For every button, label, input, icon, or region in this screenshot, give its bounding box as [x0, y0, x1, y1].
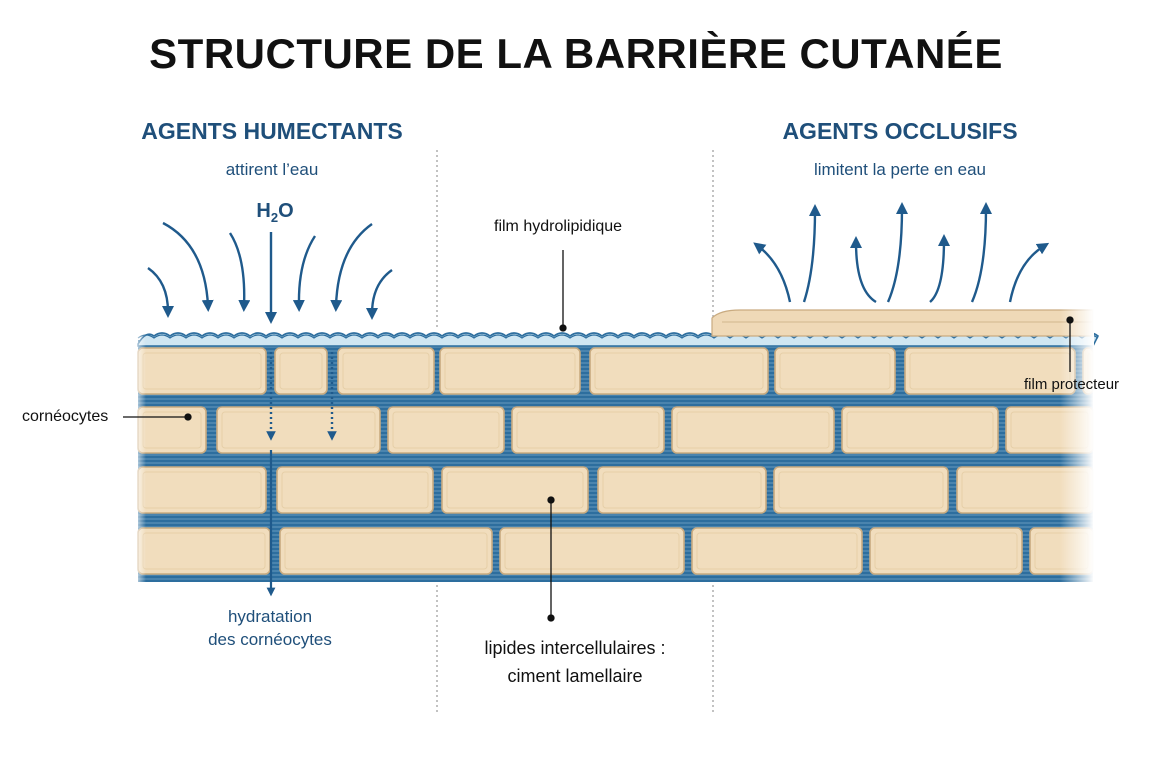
protective-film: [711, 309, 1094, 337]
occlusifs-title: AGENTS OCCLUSIFS: [782, 118, 1018, 144]
label-film-hydrolipidique: film hydrolipidique: [494, 218, 623, 235]
water-arrow-6: [330, 223, 373, 312]
h2o-h: H: [256, 200, 271, 222]
leader-dot-lipides-bottom: [547, 614, 555, 622]
leader-lines: [123, 250, 1074, 622]
corneocyte-brick: [589, 347, 769, 395]
corneocyte-brick: [774, 347, 896, 395]
corneocyte-brick-texture: [602, 471, 762, 509]
hydrolipidic-film-line: [137, 334, 1099, 339]
water-arrow-1: [147, 267, 174, 318]
corneocyte-brick: [387, 406, 505, 454]
leader-dot-film-protecteur: [1066, 316, 1074, 324]
water-penetration: [266, 352, 337, 441]
corneocyte-brick: [597, 466, 767, 514]
corneocyte-brick-texture: [846, 411, 994, 449]
evap-arrow-4: [886, 202, 908, 303]
corneocyte-brick: [337, 347, 435, 395]
corneocyte-brick: [441, 466, 589, 514]
corneocyte-brick: [511, 406, 665, 454]
corneocyte-brick-texture: [284, 532, 488, 570]
corneocyte-brick: [137, 406, 207, 454]
corneocyte-brick: [137, 527, 271, 575]
label-film-protecteur: film protecteur: [1024, 376, 1120, 393]
corneocyte-brick-texture: [516, 411, 660, 449]
h2o-label: H2O: [240, 200, 310, 225]
label-lipides-line1: lipides intercellulaires :: [484, 638, 666, 658]
evap-arrow-1: [753, 242, 792, 303]
corneocyte-brick: [841, 406, 999, 454]
humectants-title: AGENTS HUMECTANTS: [141, 118, 403, 144]
evap-arrow-6: [970, 202, 992, 303]
corneocyte-brick-texture: [779, 352, 891, 390]
corneocyte-brick: [137, 347, 267, 395]
corneocyte-brick-texture: [504, 532, 680, 570]
label-hydratation-line2: des cornéocytes: [208, 630, 332, 649]
water-arrow-5: [292, 235, 317, 312]
occlusifs-subtitle: limitent la perte en eau: [814, 160, 986, 179]
evap-arrow-2: [802, 204, 821, 303]
corneocyte-brick: [499, 527, 685, 575]
corneocyte-brick: [691, 527, 863, 575]
leader-dot-corneocytes: [184, 413, 192, 421]
corneocyte-brick: [869, 527, 1023, 575]
corneocyte-brick: [439, 347, 581, 395]
corneocyte-brick: [279, 527, 493, 575]
evap-arrow-5: [929, 234, 950, 303]
fade-right: [1060, 300, 1094, 590]
label-hydratation-line1: hydratation: [227, 607, 313, 626]
corneocyte-brick-texture: [446, 471, 584, 509]
label-lipides-line2: ciment lamellaire: [507, 666, 643, 686]
corneocyte-brick: [276, 466, 434, 514]
humectant-arrows: [147, 221, 393, 324]
corneocyte-brick-texture: [874, 532, 1018, 570]
evap-arrow-3: [850, 236, 877, 304]
h2o-sub: 2: [270, 210, 279, 225]
humectants-subtitle: attirent l’eau: [225, 160, 319, 179]
water-arrow-3: [228, 232, 251, 312]
leader-dot-lipides-top: [547, 496, 555, 504]
evap-arrow-7: [1008, 242, 1050, 303]
corneocyte-brick-texture: [221, 411, 376, 449]
corneocyte-brick-texture: [676, 411, 830, 449]
corneocyte-brick-texture: [444, 352, 576, 390]
corneocyte-brick-texture: [342, 352, 430, 390]
corneocyte-brick: [671, 406, 835, 454]
corneocyte-brick: [274, 347, 328, 395]
occlusive-arrows: [753, 202, 1050, 304]
corneocyte-brick-texture: [778, 471, 944, 509]
h2o-o: O: [278, 200, 294, 222]
corneocyte-brick: [137, 466, 267, 514]
fade-left: [132, 330, 146, 590]
corneocyte-brick: [773, 466, 949, 514]
corneocyte-brick-texture: [392, 411, 500, 449]
water-arrow-7: [366, 269, 393, 320]
corneocyte-brick-texture: [279, 352, 323, 390]
corneocyte-brick-texture: [696, 532, 858, 570]
label-corneocytes: cornéocytes: [22, 408, 109, 425]
corneocyte-brick-texture: [281, 471, 429, 509]
leader-dot-film-hydrolipidique: [559, 324, 567, 332]
page-title: STRUCTURE DE LA BARRIÈRE CUTANÉE: [149, 30, 1003, 77]
water-arrow-2: [162, 221, 214, 312]
corneocyte-brick-texture: [594, 352, 764, 390]
corneocyte-brick: [216, 406, 381, 454]
